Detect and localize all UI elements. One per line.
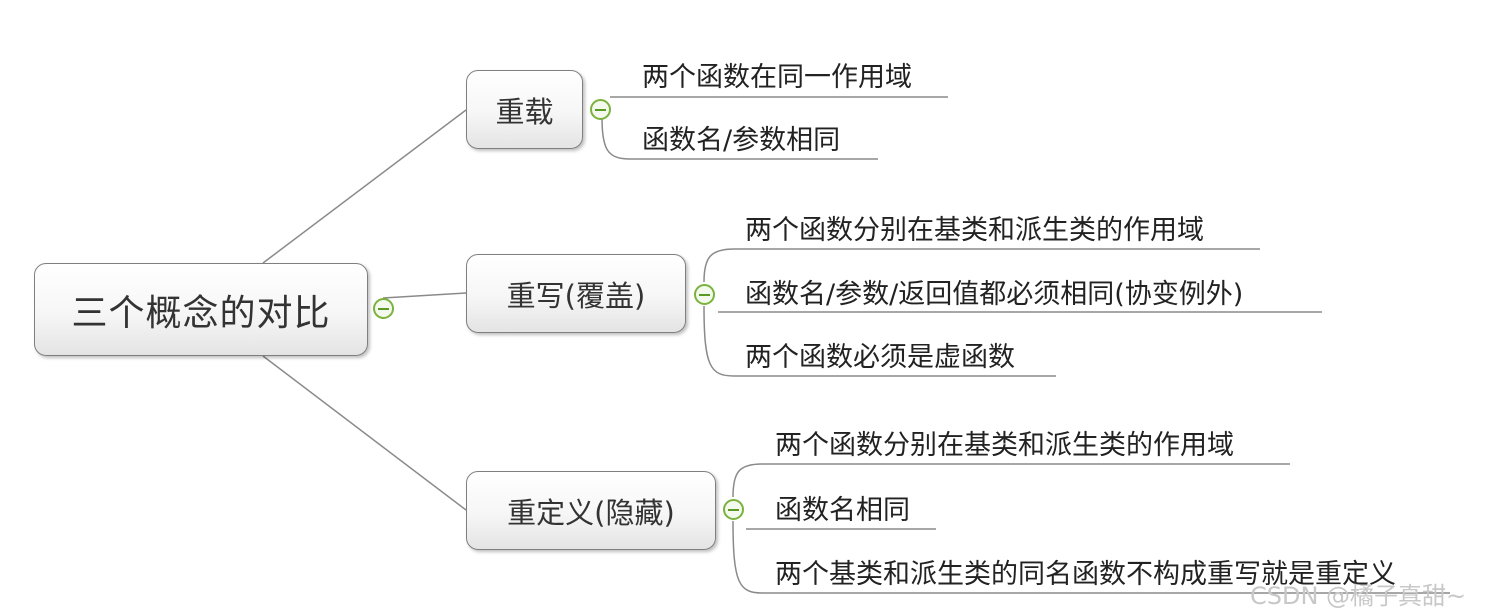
root-label: 三个概念的对比 — [71, 292, 331, 334]
underline-overload-2 — [601, 117, 878, 160]
leaf-redefine-2[interactable]: 函数名相同 — [775, 495, 910, 526]
leaf-redefine-3[interactable]: 两个基类和派生类的同名函数不构成重写就是重定义 — [775, 559, 1396, 590]
collapse-override-icon[interactable] — [694, 284, 715, 305]
root-node[interactable]: 三个概念的对比 — [34, 263, 368, 356]
watermark: CSDN @橘子真甜~ — [1250, 582, 1467, 610]
underline-override-3 — [703, 305, 1056, 377]
leaf-overload-1[interactable]: 两个函数在同一作用域 — [642, 62, 912, 93]
connector-root-override — [382, 292, 467, 299]
underline-redefine-1 — [732, 463, 1290, 498]
branch-override-label: 重写(覆盖) — [506, 278, 646, 313]
branch-redefine[interactable]: 重定义(隐藏) — [466, 471, 716, 550]
branch-override[interactable]: 重写(覆盖) — [466, 254, 686, 333]
underline-redefine-3 — [732, 520, 1450, 594]
collapse-redefine-icon[interactable] — [723, 499, 744, 520]
branch-redefine-label: 重定义(隐藏) — [507, 495, 675, 530]
collapse-root-icon[interactable] — [373, 298, 394, 319]
collapse-overload-icon[interactable] — [590, 99, 611, 120]
connector-root-overload — [262, 109, 467, 264]
leaf-override-3[interactable]: 两个函数必须是虚函数 — [745, 342, 1015, 373]
branch-overload[interactable]: 重载 — [466, 70, 583, 149]
underline-override-1 — [703, 248, 1260, 283]
leaf-overload-2[interactable]: 函数名/参数相同 — [642, 125, 841, 156]
connector-root-redefine — [262, 355, 467, 511]
branch-overload-label: 重载 — [495, 94, 554, 129]
leaf-override-2[interactable]: 函数名/参数/返回值都必须相同(协变例外) — [745, 279, 1244, 310]
leaf-override-1[interactable]: 两个函数分别在基类和派生类的作用域 — [745, 215, 1204, 246]
leaf-redefine-1[interactable]: 两个函数分别在基类和派生类的作用域 — [775, 430, 1234, 461]
